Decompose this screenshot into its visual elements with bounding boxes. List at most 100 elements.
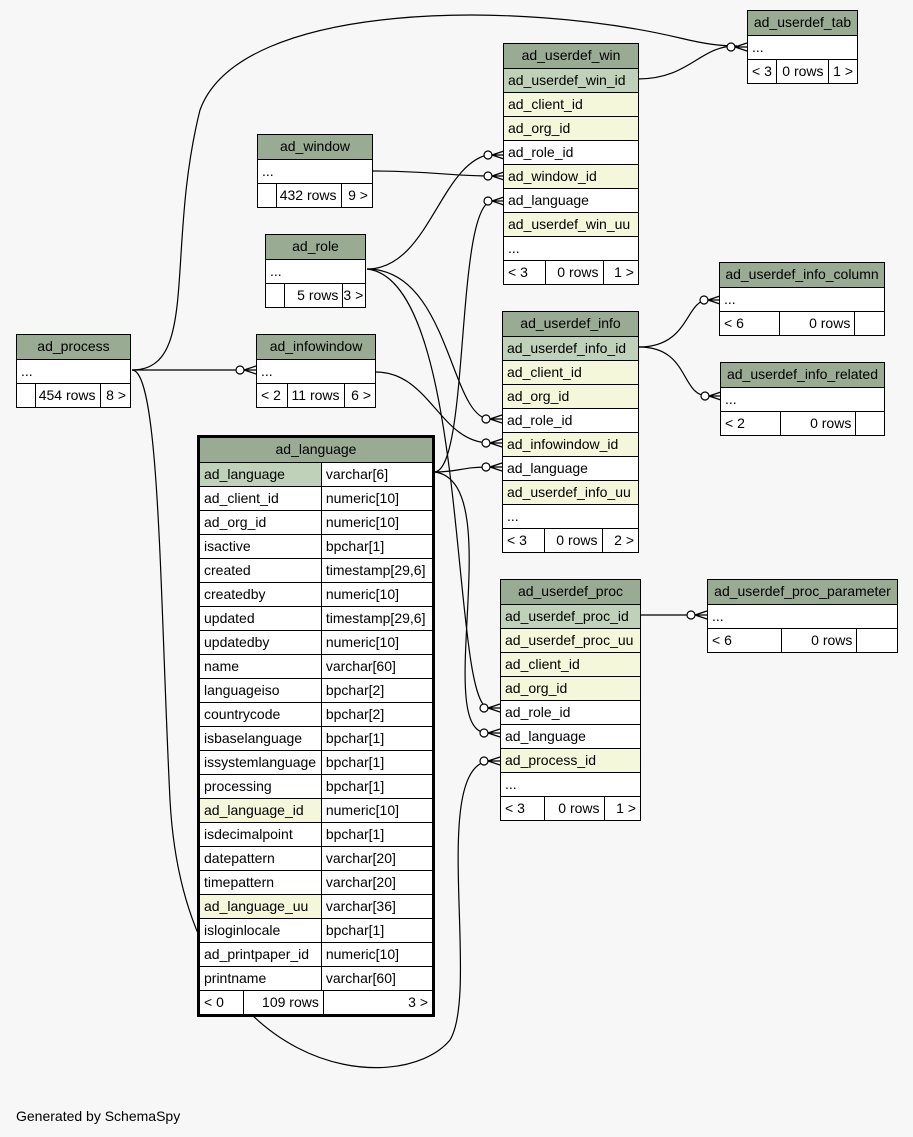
column-name: isdecimalpoint [204, 826, 293, 842]
column-row[interactable]: ad_language [503, 456, 638, 480]
parents-count[interactable]: < 2 [725, 415, 745, 431]
column-row[interactable]: ad_client_id [503, 360, 638, 384]
column-name: isactive [204, 538, 251, 554]
column-row[interactable]: ... [257, 359, 375, 383]
parents-count[interactable]: < 6 [724, 315, 744, 331]
children-count[interactable]: 1 > [602, 261, 638, 284]
column-row[interactable]: ad_role_id [503, 408, 638, 432]
column-row[interactable]: ad_org_id [501, 676, 640, 700]
column-row[interactable]: ad_language [504, 188, 638, 212]
column-row[interactable]: ad_org_id [504, 116, 638, 140]
parents-count[interactable] [266, 284, 284, 307]
parents-count[interactable] [17, 384, 35, 407]
column-row[interactable]: ad_infowindow_id [503, 432, 638, 456]
column-row[interactable]: ad_userdef_info_uu [503, 480, 638, 504]
column-type: timestamp[29,6] [320, 607, 432, 630]
column-name: ad_language_id [204, 802, 304, 818]
column-row[interactable]: ad_org_id [503, 384, 638, 408]
parents-count[interactable]: < 0 [204, 994, 224, 1010]
children-count[interactable]: 8 > [99, 384, 130, 407]
column-row[interactable]: ... [748, 35, 857, 59]
parents-count[interactable] [258, 184, 276, 207]
children-count[interactable] [854, 312, 884, 335]
column-row[interactable]: ... [504, 236, 638, 260]
children-count[interactable]: 3 > [322, 991, 432, 1014]
column-row[interactable]: ad_client_id [504, 92, 638, 116]
column-row[interactable]: ... [721, 387, 884, 411]
column-row[interactable]: ... [258, 159, 372, 183]
column-row[interactable]: ad_userdef_info_id [503, 336, 638, 360]
column-row[interactable]: ad_role_id [501, 700, 640, 724]
column-row[interactable]: ... [720, 287, 884, 311]
children-count[interactable]: 2 > [601, 529, 638, 552]
column-row[interactable]: ad_process_id [501, 748, 640, 772]
column-row[interactable]: ... [501, 772, 640, 796]
column-name: ad_window_id [508, 168, 597, 184]
column-row[interactable]: ... [708, 604, 897, 628]
column-row[interactable]: ad_userdef_win_id [504, 68, 638, 92]
crowfoot-infowindow-process [235, 365, 257, 375]
table-title: ad_userdef_win [504, 44, 638, 68]
column-name: ad_language [204, 466, 285, 482]
column-row[interactable]: ad_role_id [504, 140, 638, 164]
children-count[interactable]: 3 > [342, 284, 365, 307]
column-row[interactable]: ad_userdef_proc_uu [501, 628, 640, 652]
children-count[interactable] [855, 412, 884, 435]
column-row[interactable]: ad_client_id [501, 652, 640, 676]
parents-count[interactable]: < 3 [752, 63, 772, 79]
parents-count[interactable]: < 3 [507, 532, 527, 548]
children-count[interactable]: 6 > [343, 384, 375, 407]
children-count[interactable] [856, 629, 897, 652]
parents-count[interactable]: < 2 [261, 387, 281, 403]
column-row[interactable]: ... [503, 504, 638, 528]
children-count[interactable]: 1 > [827, 60, 857, 83]
parents-count[interactable]: < 3 [505, 800, 525, 816]
column-row[interactable]: ad_userdef_win_uu [504, 212, 638, 236]
column-row[interactable]: ad_window_id [504, 164, 638, 188]
children-count[interactable]: 1 > [603, 797, 640, 820]
parents-count[interactable]: < 3 [508, 264, 528, 280]
column-row[interactable]: ... [266, 259, 365, 283]
children-count[interactable]: 9 > [340, 184, 372, 207]
column-row[interactable]: ad_language [501, 724, 640, 748]
column-row[interactable]: ad_userdef_proc_id [501, 604, 640, 628]
column-row[interactable]: ... [17, 359, 130, 383]
parents-count[interactable]: < 6 [712, 632, 732, 648]
column-name: ad_language [508, 192, 589, 208]
column-name: isbaselanguage [204, 730, 303, 746]
